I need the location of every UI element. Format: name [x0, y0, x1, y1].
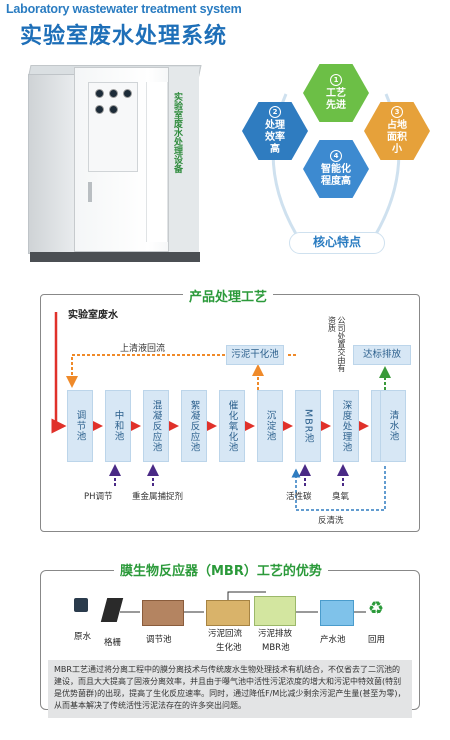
- machine-side: [28, 74, 76, 254]
- gauge-icon: [95, 89, 104, 98]
- door-handle: [88, 182, 92, 202]
- company-handling-label: 公司处置交由有资质: [327, 316, 347, 372]
- process-step: 调节池: [67, 390, 93, 462]
- discharge-box: 达标排放: [353, 345, 411, 365]
- machine-control-panel: [88, 82, 138, 172]
- backwash-label: 反清洗: [318, 516, 344, 526]
- process-step: MBR池: [295, 390, 321, 462]
- mbr-title: 膜生物反应器（MBR）工艺的优势: [114, 560, 328, 579]
- gauge-icon: [109, 105, 118, 114]
- machine-label: 实验室废水处理设备: [172, 92, 182, 173]
- feature-number: 2: [269, 106, 281, 118]
- machine-base: [30, 252, 200, 262]
- process-step: 深度处理池: [333, 390, 359, 462]
- feature-hex-4: 4 智能化程度高: [303, 140, 369, 198]
- machine-right-door: [168, 67, 199, 252]
- return-flow-label: 上清液回流: [120, 344, 166, 354]
- mbr-tank: [254, 596, 296, 626]
- ozone-label: 臭氧: [332, 492, 350, 502]
- bio-label: 生化池: [216, 643, 242, 653]
- grille-label: 格栅: [104, 638, 122, 648]
- feature-number: 1: [330, 74, 342, 86]
- gauge-icon: [95, 105, 104, 114]
- feature-label: 占地面积小: [387, 120, 407, 155]
- raw-water-label: 原水: [74, 632, 92, 642]
- regulating-tank: [142, 600, 184, 626]
- gauge-icon: [109, 89, 118, 98]
- feature-label: 工艺先进: [326, 88, 346, 111]
- activated-carbon-label: 活性碳: [286, 492, 312, 502]
- mbr-description: MBR工艺通过将分离工程中的膜分离技术与传统废水生物处理技术有机结合，不仅省去了…: [48, 660, 412, 718]
- title-english: Laboratory wastewater treatment system: [6, 2, 242, 16]
- machine-stripe: [146, 82, 168, 242]
- process-step: 絮凝反应池: [181, 390, 207, 462]
- reuse-label: 回用: [368, 635, 386, 645]
- feature-number: 3: [391, 106, 403, 118]
- process-step: 中和池: [105, 390, 131, 462]
- sludge-discharge-label: 污泥排放: [258, 629, 293, 639]
- process-title: 产品处理工艺: [183, 286, 274, 305]
- feature-number: 4: [330, 150, 342, 162]
- feature-label: 智能化程度高: [321, 164, 351, 187]
- sludge-return-label: 污泥回流: [208, 629, 243, 639]
- product-water-label: 产水池: [320, 635, 346, 645]
- process-step: 催化氧化池: [219, 390, 245, 462]
- faucet-icon: [74, 598, 88, 612]
- heavy-metal-label: 重金属捕捉剂: [132, 492, 184, 502]
- sludge-dry-tank: 污泥干化池: [226, 345, 284, 365]
- product-water-tank: [320, 600, 354, 626]
- core-features-diagram: 1 工艺先进 2 处理效率高 3 占地面积小 4 智能化程度高: [236, 64, 436, 264]
- process-step: 混凝反应池: [143, 390, 169, 462]
- recycle-icon: ♻: [368, 598, 385, 619]
- process-step: 沉淀池: [257, 390, 283, 462]
- gauge-icon: [123, 89, 132, 98]
- ph-adjust-label: PH调节: [84, 492, 113, 502]
- feature-label: 处理效率高: [265, 120, 285, 155]
- process-step: 清水池: [380, 390, 406, 462]
- title-chinese: 实验室废水处理系统: [20, 24, 228, 49]
- mbr-tank-label: MBR池: [262, 643, 290, 653]
- core-features-label: 核心特点: [289, 232, 385, 254]
- treatment-machine-image: 实验室废水处理设备: [28, 62, 203, 262]
- regulating-label: 调节池: [146, 635, 172, 645]
- bio-tank: [206, 600, 250, 626]
- source-label: 实验室废水: [68, 310, 118, 321]
